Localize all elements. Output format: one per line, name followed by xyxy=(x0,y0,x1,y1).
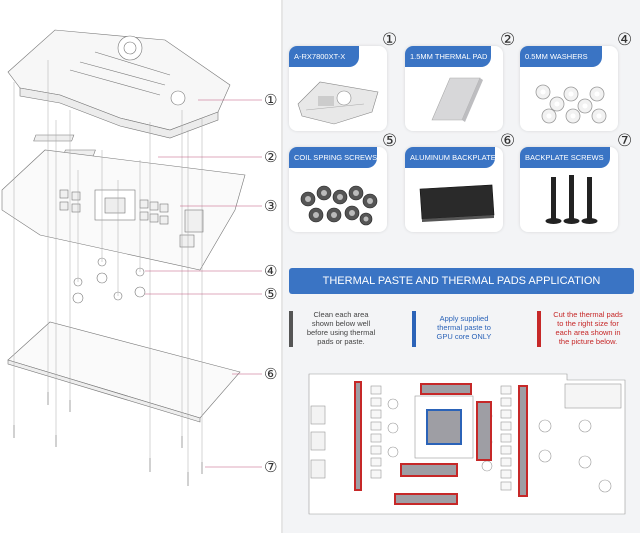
part-label: BACKPLATE SCREWS xyxy=(520,147,610,168)
instruction-line: GPU core ONLY xyxy=(436,332,492,341)
exploded-view-diagram xyxy=(1,29,262,486)
callout-7: ⑦ xyxy=(264,458,278,476)
part-card-backplate-screws: BACKPLATE SCREWS xyxy=(520,147,618,232)
part-badge-7: ⑦ xyxy=(617,131,633,151)
water-block-icon xyxy=(297,81,379,125)
part-card-backplate: ALUMINUM BACKPLATE xyxy=(405,147,503,232)
instruction-line: Cut the thermal pads xyxy=(553,310,623,319)
part-card-water-block: A-RX7800XT-X xyxy=(289,46,387,131)
part-label: 0.5MM WASHERS xyxy=(520,46,602,67)
instruction-line: before using thermal xyxy=(306,328,376,337)
instruction-line: the picture below. xyxy=(558,337,618,346)
clean-indicator-bar xyxy=(289,311,293,347)
callout-5: ⑤ xyxy=(264,285,278,303)
part-badge-2: ② xyxy=(500,30,516,50)
instruction-line: Apply supplied xyxy=(439,314,489,323)
panel-divider xyxy=(281,0,283,533)
backplate-screws-icon xyxy=(545,175,598,224)
part-label: COIL SPRING SCREWS xyxy=(289,147,377,168)
part-badge-5: ⑤ xyxy=(382,131,398,151)
instruction-line: shown below well xyxy=(311,319,371,328)
callout-2: ② xyxy=(264,148,278,166)
part-label: A-RX7800XT-X xyxy=(289,46,359,67)
callout-1: ① xyxy=(264,91,278,109)
pad-indicator-bar xyxy=(537,311,541,347)
instruction-line: each area shown in xyxy=(555,328,621,337)
instruction-line: to the right size for xyxy=(557,319,619,328)
part-badge-1: ① xyxy=(382,30,398,50)
paste-indicator-bar xyxy=(412,311,416,347)
part-label: 1.5MM THERMAL PAD xyxy=(405,46,491,67)
section-banner: THERMAL PASTE AND THERMAL PADS APPLICATI… xyxy=(289,268,634,294)
instruction-pads: Cut the thermal pads to the right size f… xyxy=(538,310,638,346)
callout-3: ③ xyxy=(264,197,278,215)
instruction-line: Clean each area xyxy=(313,310,369,319)
part-badge-6: ⑥ xyxy=(500,131,516,151)
part-label: ALUMINUM BACKPLATE xyxy=(405,147,495,168)
thermal-pad-icon xyxy=(431,77,483,122)
pcb-pad-placement-diagram xyxy=(308,373,626,515)
part-card-washers: 0.5MM WASHERS xyxy=(520,46,618,131)
exploded-view-panel: ① ② ③ ④ ⑤ ⑥ ⑦ xyxy=(0,0,283,533)
instruction-line: pads or paste. xyxy=(317,337,365,346)
callout-6: ⑥ xyxy=(264,365,278,383)
part-card-thermal-pad: 1.5MM THERMAL PAD xyxy=(405,46,503,131)
part-badge-4: ④ xyxy=(617,30,633,50)
washers-icon xyxy=(535,84,607,124)
part-card-spring-screws: COIL SPRING SCREWS xyxy=(289,147,387,232)
callout-4: ④ xyxy=(264,262,278,280)
instruction-clean: Clean each area shown below well before … xyxy=(291,310,391,346)
instruction-paste: Apply supplied thermal paste to GPU core… xyxy=(414,314,514,341)
backplate-icon xyxy=(419,184,495,222)
spring-screws-icon xyxy=(300,185,378,226)
instruction-line: thermal paste to xyxy=(437,323,491,332)
